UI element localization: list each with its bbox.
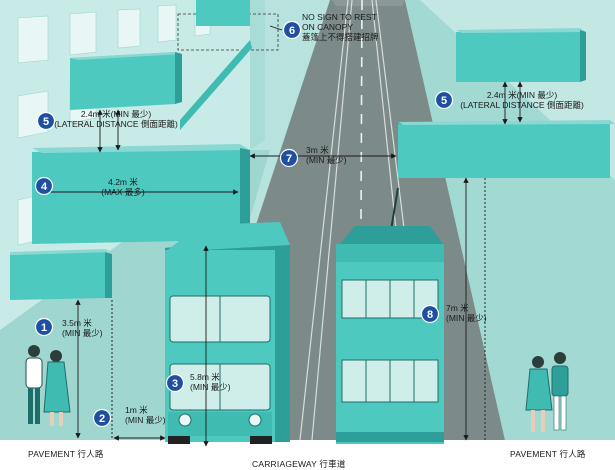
annotation-badge: [92, 408, 112, 428]
pedestrians-right: [525, 352, 569, 432]
annotation-badge: [279, 148, 299, 168]
annotation-a4: 4 4.2m 米(MAX 最多): [34, 176, 145, 197]
annotation-badge: [420, 304, 440, 324]
annotation-text-line: (MIN 最少): [62, 328, 103, 338]
right-upper-sign: [456, 28, 586, 82]
annotation-text-line: 2.4m 米(MIN 最少): [81, 109, 152, 119]
annotation-number: 5: [441, 95, 447, 107]
annotation-text-line: 7m 米: [446, 303, 469, 313]
annotation-number: 4: [41, 181, 48, 193]
annotation-number: 8: [427, 309, 433, 321]
left-canopy-sign: [70, 40, 252, 130]
annotation-text-line: 蓋篷上不得搭建招牌: [302, 32, 379, 42]
annotation-badge: [165, 373, 185, 393]
left-large-sign: [32, 144, 250, 244]
annotation-text-line: 3m 米: [306, 145, 329, 155]
tram: [336, 187, 444, 444]
pedestrians-left: [25, 345, 71, 426]
footer-pavement-left: PAVEMENT 行人路: [28, 449, 104, 459]
annotation-a2: 2 1m 米(MIN 最少): [92, 405, 166, 428]
annotation-text-line: 4.2m 米: [108, 177, 138, 187]
annotation-badge: [34, 176, 54, 196]
annotation-text-line: (MIN 最少): [446, 313, 487, 323]
annotation-badge: [36, 111, 56, 131]
annotation-text-line: (MIN 最少): [125, 415, 166, 425]
pavement-right-surface: [405, 0, 615, 440]
annotation-text-line: 3.5m 米: [62, 318, 92, 328]
annotation-number: 7: [286, 153, 292, 165]
double-decker-bus: [165, 222, 290, 444]
annotation-text-line: (LATERAL DISTANCE 側面距離): [54, 119, 178, 129]
annotation-number: 3: [172, 378, 178, 390]
annotation-text-line: 2.4m 米(MIN 最少): [487, 90, 558, 100]
right-lower-sign: [398, 120, 615, 178]
annotation-a5l: 5 2.4m 米(MIN 最少)(LATERAL DISTANCE 側面距離): [36, 109, 178, 131]
annotation-text-line: (MIN 最少): [190, 382, 231, 392]
annotation-text-line: (MIN 最少): [306, 155, 347, 165]
annotation-number: 5: [43, 116, 49, 128]
annotation-number: 2: [99, 413, 105, 425]
footer-carriageway: CARRIAGEWAY 行車道: [252, 459, 346, 469]
footer-pavement-right: PAVEMENT 行人路: [510, 449, 586, 459]
annotation-text-line: 5.8m 米: [190, 372, 220, 382]
annotation-a1: 1 3.5m 米(MIN 最少): [34, 317, 103, 338]
dim-6-leader: [269, 25, 283, 31]
annotation-a7: 7 3m 米(MIN 最少): [279, 145, 347, 168]
kerb-strip: [0, 440, 615, 470]
annotation-text-line: NO SIGN TO REST: [302, 12, 377, 22]
dimension-lines: [39, 25, 523, 447]
annotation-number: 1: [41, 322, 47, 334]
annotation-text-line: (MAX 最多): [101, 187, 145, 197]
annotation-badge: [434, 90, 454, 110]
annotation-badge: [34, 317, 54, 337]
annotation-text-line: (LATERAL DISTANCE 側面距離): [460, 100, 584, 110]
annotation-badge: [282, 20, 302, 40]
annotation-a3: 3 5.8m 米(MIN 最少): [165, 372, 231, 393]
annotation-text-line: ON CANOPY: [302, 22, 353, 32]
top-sign-dashed-box: [177, 0, 279, 51]
annotation-number: 6: [289, 25, 295, 37]
annotation-a5r: 5 2.4m 米(MIN 最少)(LATERAL DISTANCE 側面距離): [434, 90, 584, 110]
annotation-text-line: 1m 米: [125, 405, 148, 415]
left-low-sign: [10, 249, 112, 300]
footer-labels: PAVEMENT 行人路 CARRIAGEWAY 行車道 PAVEMENT 行人…: [28, 449, 586, 469]
annotation-a8: 8 7m 米(MIN 最少): [420, 303, 487, 324]
